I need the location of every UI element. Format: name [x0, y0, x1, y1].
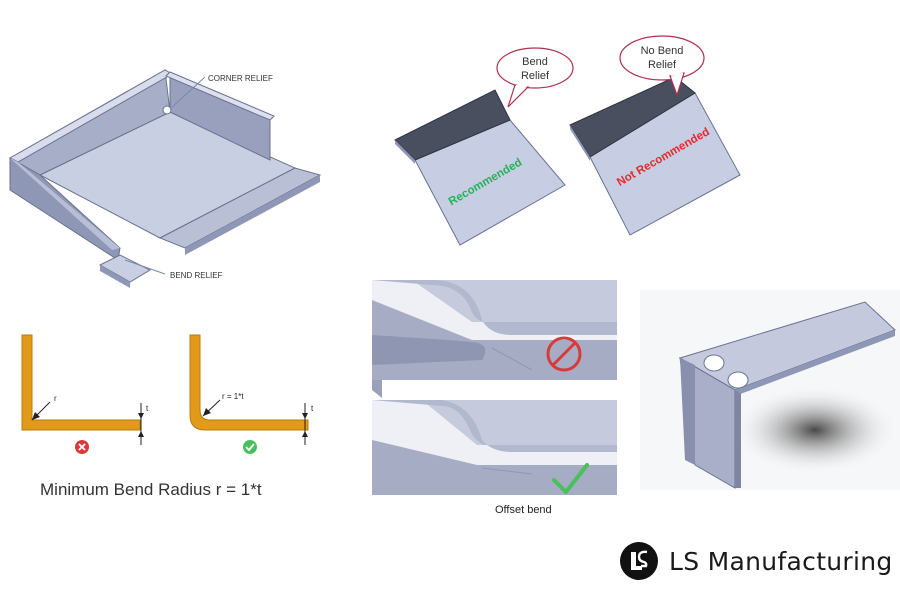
- bracket-holes-illustration: [640, 290, 900, 490]
- offset-bend-illustration: Offset bend: [372, 280, 617, 520]
- cross-circle-icon: [75, 440, 89, 454]
- checkmark-icon: [552, 463, 589, 494]
- ls-shield-logo-icon: [619, 541, 659, 581]
- prohibited-icon: [546, 336, 582, 372]
- offset-bend-label: Offset bend: [495, 504, 552, 516]
- brand-logo: LS Manufacturing: [619, 540, 893, 582]
- thickness-label-1: t: [146, 404, 149, 413]
- brand-name: LS Manufacturing: [669, 546, 893, 576]
- bubble-bend-relief-line1: Bend: [522, 56, 548, 68]
- bend-radius-caption: Minimum Bend Radius r = 1*t: [40, 480, 262, 499]
- bend-relief-label: BEND RELIEF: [170, 271, 223, 280]
- bubble-bend-relief-line2: Relief: [521, 70, 550, 82]
- bend-radius-illustration: r t r = 1*t t: [0, 325, 340, 465]
- bubble-no-bend-relief-line2: Relief: [648, 59, 677, 71]
- check-circle-icon: [243, 440, 257, 454]
- bend-relief-comparison: Bend Relief Recommended No Bend Relief N…: [390, 35, 750, 255]
- corner-relief-label: CORNER RELIEF: [208, 74, 273, 83]
- radius-bad-label: r: [54, 394, 57, 403]
- tray-relief-illustration: CORNER RELIEF BEND RELIEF: [0, 60, 330, 290]
- thickness-label-2: t: [311, 404, 314, 413]
- radius-good-label: r = 1*t: [222, 392, 244, 401]
- bubble-no-bend-relief-line1: No Bend: [641, 45, 684, 57]
